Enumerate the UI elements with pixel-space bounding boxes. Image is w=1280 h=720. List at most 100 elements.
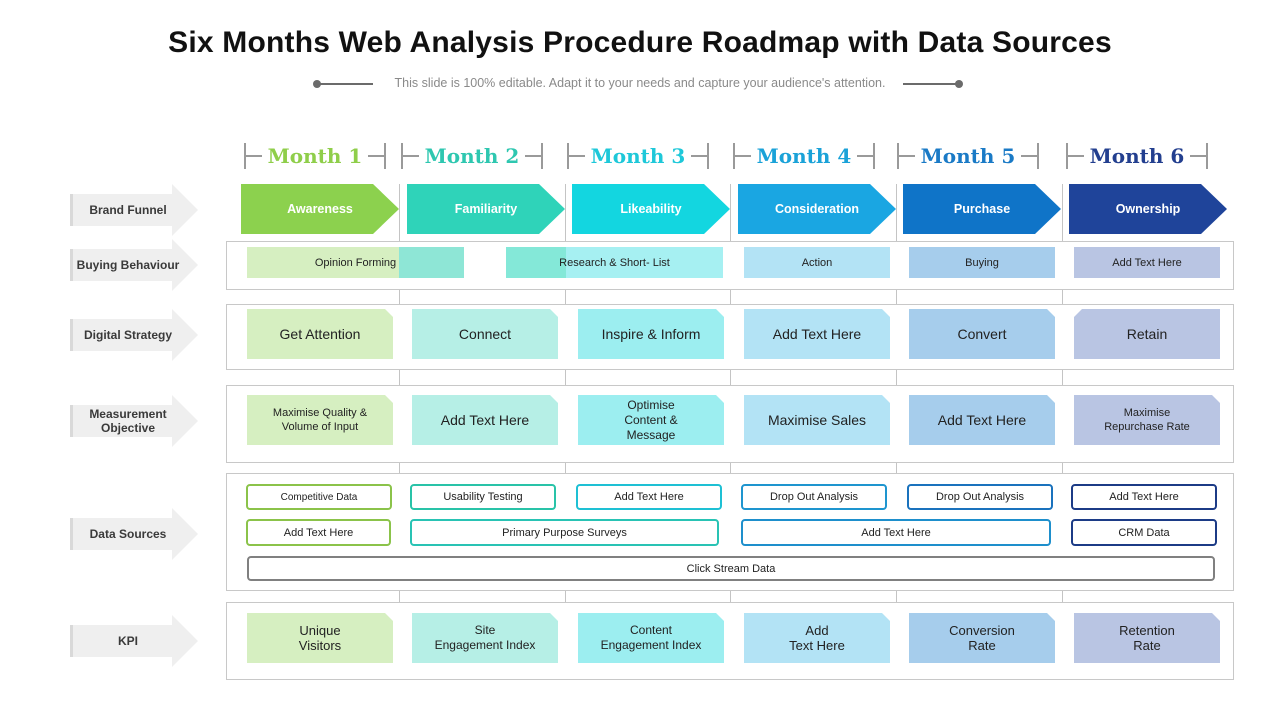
divider-gap-2-3 [730,591,731,602]
row-label-arrow-shape [70,395,198,447]
row-label-kpi: KPI [70,615,198,667]
month-tick-right [873,143,875,169]
row-label-text: Data Sources [89,527,167,541]
measurement-text: Maximise Quality & Volume of Input [273,406,367,434]
divider-gap-1-2 [565,463,566,473]
row-label-arrow-edge [70,194,73,226]
measurement-text: Add Text Here [938,412,1026,429]
strategy-box-5: Convert [909,309,1055,359]
funnel-chevron-awareness: Awareness [241,184,399,234]
measurement-box-1: Maximise Quality & Volume of Input [247,395,393,445]
row-label-arrow-shape [70,309,198,361]
ds-row1-item-3: Add Text Here [576,484,722,510]
ds-row1-item-2: Usability Testing [410,484,556,510]
row-label-brand-funnel: Brand Funnel [70,184,198,236]
chevron-fill [738,184,896,234]
month-dash-right [368,155,384,157]
text-line: Repurchase Rate [1104,421,1190,433]
month-tick-left [567,143,569,169]
buying-opinion-forming-overlap [399,247,464,278]
divider-gap-1-0 [565,290,566,304]
ds-add-text-m4-m5: Add Text Here [741,519,1051,546]
row-label-arrow [70,508,198,560]
digital-strategy-panel [226,304,1234,370]
row-label-text: Brand Funnel [89,203,167,217]
row-label-arrow-shape [70,184,198,236]
text-line: Content [629,623,673,637]
subtitle: This slide is 100% editable. Adapt it to… [394,76,886,90]
funnel-chevron-likeability: Likeability [572,184,730,234]
month-label: Month 2 [424,144,520,168]
text-line: Text Here [789,638,845,653]
text-line: Maximise Quality & [272,407,368,419]
row-label-digital-strategy: Digital Strategy [70,309,198,361]
month-tick-right [1206,143,1208,169]
subtitle-left-line [317,83,373,85]
strategy-box-6: Retain [1074,309,1220,359]
text-line: Retention [1119,623,1175,638]
measurement-box-5: Add Text Here [909,395,1055,445]
text-line: Conversion [949,623,1015,638]
strategy-box-3: Inspire & Inform [578,309,724,359]
funnel-chevron-purchase: Purchase [903,184,1061,234]
chevron-fill [241,184,399,234]
month-header-4: Month 4 [729,141,879,171]
month-header-6: Month 6 [1062,141,1212,171]
month-tick-left [244,143,246,169]
month-header-1: Month 1 [240,141,390,171]
text-line: Maximise Sales [767,411,867,428]
text-line: Add Text Here [440,411,530,428]
buying-research-label: Research & Short- List [559,256,670,269]
ds-add-text-m1: Add Text Here [246,519,391,546]
divider-gap-3-2 [896,463,897,473]
divider-gap-0-3 [399,591,400,602]
kpi-panel [226,602,1234,680]
subtitle-bar: This slide is 100% editable. Adapt it to… [300,76,980,92]
buying-research-right-block [566,247,723,278]
chevron-label: Familiarity [454,202,518,216]
divider-gap-0-0 [399,290,400,304]
ds-row1-item-6: Add Text Here [1071,484,1217,510]
row-label-arrow-edge [70,625,73,657]
month-label: Month 1 [267,144,363,168]
page-title: Six Months Web Analysis Procedure Roadma… [168,26,1112,59]
measurement-objective-panel [226,385,1234,463]
text-line: Rate [1133,638,1161,653]
ds-primary-purpose-surveys: Primary Purpose Surveys [410,519,719,546]
divider-gap-1-3 [565,591,566,602]
divider-gap-3-1 [896,370,897,385]
chevron-label: Purchase [953,202,1011,216]
row-label-arrow-edge [70,405,73,437]
funnel-chevron-ownership: Ownership [1069,184,1227,234]
divider-gap-1-1 [565,370,566,385]
row-label-arrow-edge [70,249,73,281]
buying-action: Action [744,247,890,278]
text-line: Visitors [298,638,342,653]
chevron-shape [903,184,1061,234]
text-line: Volume of Input [281,421,359,433]
chevron-shape [407,184,565,234]
divider-gap-4-3 [1062,591,1063,602]
measurement-box-2: Add Text Here [412,395,558,445]
month-dash-right [857,155,873,157]
ds-row1-item-4: Drop Out Analysis [741,484,887,510]
measurement-text: Maximise Sales [768,412,866,429]
divider-top-0 [399,184,400,241]
divider-gap-3-3 [896,591,897,602]
row-label-data-sources: Data Sources [70,508,198,560]
month-tick-left [401,143,403,169]
chevron-label: Consideration [774,202,860,216]
ds-click-stream-data: Click Stream Data [247,556,1215,581]
month-header-3: Month 3 [563,141,713,171]
month-tick-left [733,143,735,169]
